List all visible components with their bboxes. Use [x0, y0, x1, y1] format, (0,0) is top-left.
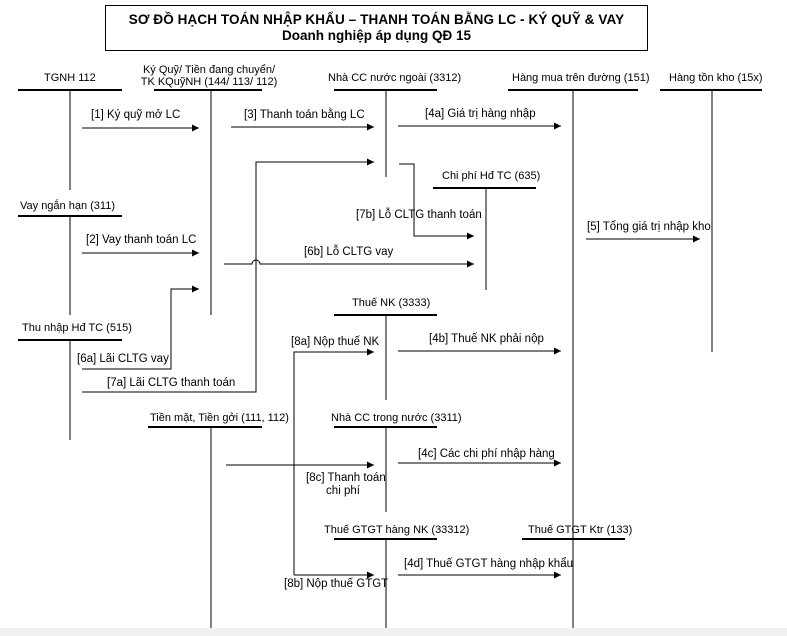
- bottom-strip: [0, 628, 787, 636]
- account-label-kyquy-line1: Ký Quỹ/ Tiền đang chuyển/: [142, 64, 276, 76]
- entry-label-6b: [6b] Lỗ CLTG vay: [304, 246, 394, 258]
- account-label-thue-gtgt-ktr: Thuế GTGT Ktr (133): [528, 524, 633, 536]
- account-label-tgnh: TGNH 112: [44, 72, 96, 84]
- account-label-thue-gtgt-nk: Thuế GTGT hàng NK (33312): [324, 524, 470, 536]
- entry-label-8b: [8b] Nộp thuế GTGT: [284, 578, 389, 590]
- entry-label-3: [3] Thanh toán bằng LC: [244, 109, 365, 121]
- entry-label-8c-line1: [8c] Thanh toán: [306, 472, 386, 484]
- entry-label-6a: [6a] Lãi CLTG vay: [77, 353, 169, 365]
- account-label-thue-nk: Thuế NK (3333): [352, 297, 431, 309]
- title-line-2: Doanh nghiệp áp dụng QĐ 15: [282, 28, 471, 43]
- account-label-chi-phi-hdtc: Chi phí Hđ TC (635): [442, 170, 541, 182]
- entry-label-2: [2] Vay thanh toán LC: [86, 234, 197, 246]
- entry-label-4c: [4c] Các chi phí nhập hàng: [418, 448, 555, 460]
- title-box: SƠ ĐỒ HẠCH TOÁN NHẬP KHẨU – THANH TOÁN B…: [105, 5, 648, 51]
- entry-label-7b: [7b] Lỗ CLTG thanh toán: [356, 209, 482, 221]
- account-label-kyquy: Ký Quỹ/ Tiền đang chuyển/ TK KQuỹNH (144…: [128, 64, 290, 88]
- account-label-ncc-nuoc-ngoai: Nhà CC nước ngoài (3312): [328, 72, 462, 84]
- entry-label-1: [1] Ký quỹ mở LC: [91, 109, 181, 121]
- entry-label-8c-line2: chi phí: [326, 485, 360, 497]
- entry-label-7a: [7a] Lãi CLTG thanh toán: [107, 377, 236, 389]
- arrow-6a: [82, 285, 199, 370]
- entry-label-4d: [4d] Thuế GTGT hàng nhập khẩu: [404, 558, 573, 570]
- arrow-8a-path: [293, 348, 374, 575]
- entry-label-4a: [4a] Giá trị hàng nhập: [425, 108, 536, 120]
- account-label-thu-nhap-hdtc: Thu nhập Hđ TC (515): [22, 322, 132, 334]
- account-label-vay-ngan-han: Vay ngắn hạn (311): [20, 200, 115, 212]
- entry-label-8a: [8a] Nộp thuế NK: [291, 336, 380, 348]
- account-label-hang-ton-kho: Hàng tồn kho (15x): [669, 72, 763, 84]
- arrow-7a: [82, 158, 374, 393]
- arrow-7b: [399, 163, 474, 240]
- entry-label-4b: [4b] Thuế NK phải nộp: [429, 333, 544, 345]
- arrow-6b: [224, 259, 474, 268]
- entry-label-8c: [8c] Thanh toán chi phí: [306, 472, 386, 498]
- entry-label-5: [5] Tổng giá trị nhập kho: [587, 221, 711, 233]
- title-line-1: SƠ ĐỒ HẠCH TOÁN NHẬP KHẨU – THANH TOÁN B…: [128, 12, 625, 27]
- account-label-ncc-trong-nuoc: Nhà CC trong nước (3311): [331, 412, 462, 424]
- account-label-kyquy-line2: TK KQuỹNH (144/ 113/ 112): [140, 76, 278, 88]
- account-label-tien-mat: Tiền mặt, Tiền gởi (111, 112): [150, 412, 289, 424]
- account-label-hang-mua-tren-duong: Hàng mua trên đường (151): [512, 72, 650, 84]
